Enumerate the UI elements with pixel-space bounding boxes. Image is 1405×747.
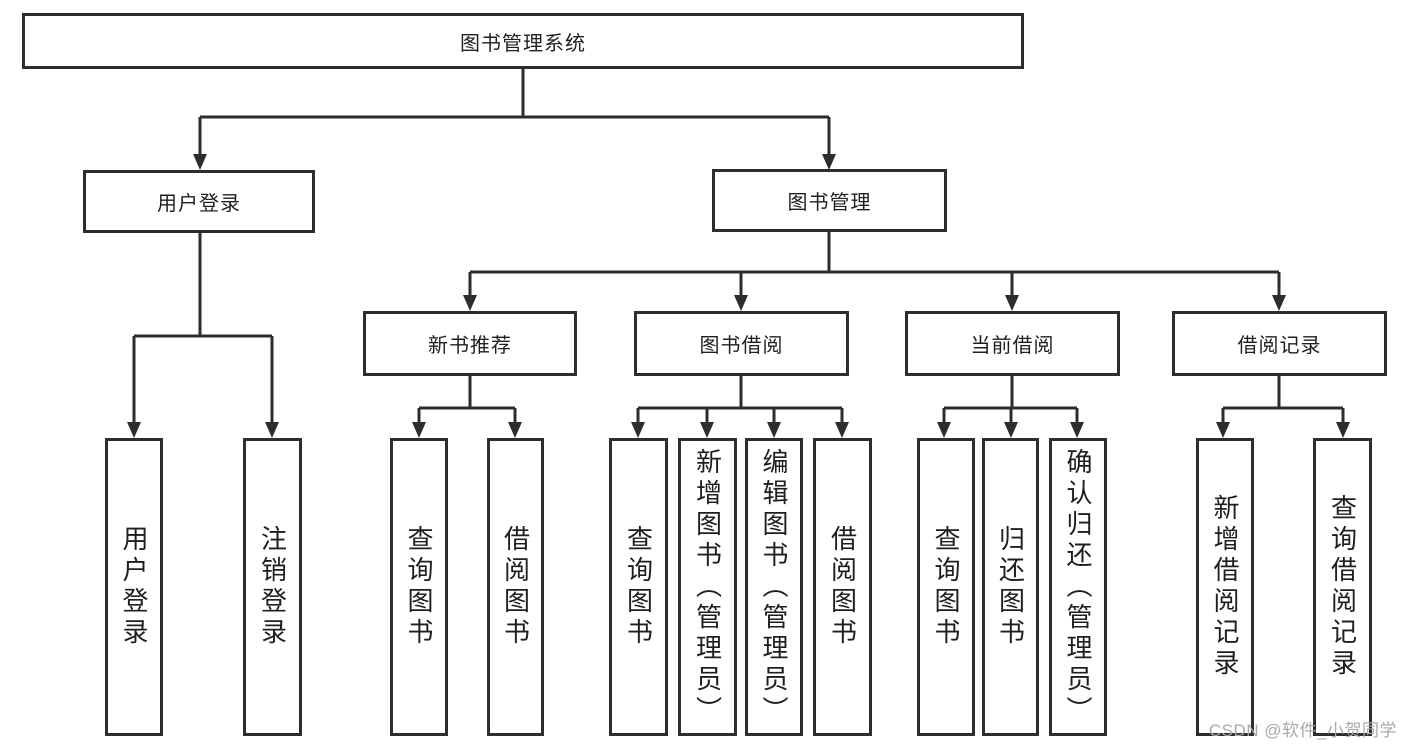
node-new-book-recommend-label: 新书推荐 [428,335,512,357]
leaf-user-login-label: 用户登录 [119,525,149,649]
leaf-records-query-record: 查询借阅记录 [1313,438,1372,736]
node-book-borrow: 图书借阅 [634,311,849,376]
leaf-records-add-record: 新增借阅记录 [1196,438,1254,736]
node-borrow-records: 借阅记录 [1172,311,1387,376]
leaf-current-confirm-return-admin: 确认归还（管理员） [1049,438,1107,736]
leaf-borrow-edit-books-admin: 编辑图书（管理员） [745,438,803,736]
leaf-borrow-add-books-admin-label: 新增图书（管理员） [692,447,723,727]
leaf-borrow-borrow-books: 借阅图书 [813,438,872,736]
node-user-login-label: 用户登录 [157,193,241,215]
node-book-manage-label: 图书管理 [787,192,872,214]
watermark: CSDN @软件_小贺同学 [1208,721,1397,740]
node-root-system-label: 图书管理系统 [460,32,586,55]
node-borrow-records-label: 借阅记录 [1237,335,1322,357]
leaf-borrow-borrow-books-label: 借阅图书 [827,525,858,649]
node-book-manage: 图书管理 [712,169,947,232]
leaf-borrow-query-books: 查询图书 [609,438,668,736]
leaf-records-add-record-label: 新增借阅记录 [1210,494,1240,680]
leaf-current-confirm-return-admin-label: 确认归还（管理员） [1063,447,1093,727]
leaf-current-query-books-label: 查询图书 [931,525,961,649]
node-new-book-recommend: 新书推荐 [363,311,577,376]
leaf-current-query-books: 查询图书 [917,438,975,736]
leaf-records-query-record-label: 查询借阅记录 [1327,494,1358,680]
leaf-logout: 注销登录 [243,438,302,736]
node-current-borrow-label: 当前借阅 [970,335,1055,357]
leaf-borrow-query-books-label: 查询图书 [623,525,654,649]
leaf-borrow-edit-books-admin-label: 编辑图书（管理员） [759,447,789,727]
node-book-borrow-label: 图书借阅 [699,335,784,357]
node-root-system: 图书管理系统 [22,13,1024,69]
leaf-logout-label: 注销登录 [257,525,288,649]
node-current-borrow: 当前借阅 [905,311,1120,376]
leaf-recommend-query-books: 查询图书 [390,438,448,736]
leaf-borrow-add-books-admin: 新增图书（管理员） [678,438,737,736]
leaf-current-return-books-label: 归还图书 [995,525,1026,649]
leaf-current-return-books: 归还图书 [982,438,1039,736]
leaf-recommend-borrow-books-label: 借阅图书 [500,525,531,649]
leaf-recommend-borrow-books: 借阅图书 [487,438,544,736]
node-user-login: 用户登录 [83,170,315,233]
leaf-user-login: 用户登录 [105,438,163,736]
leaf-recommend-query-books-label: 查询图书 [404,525,434,649]
